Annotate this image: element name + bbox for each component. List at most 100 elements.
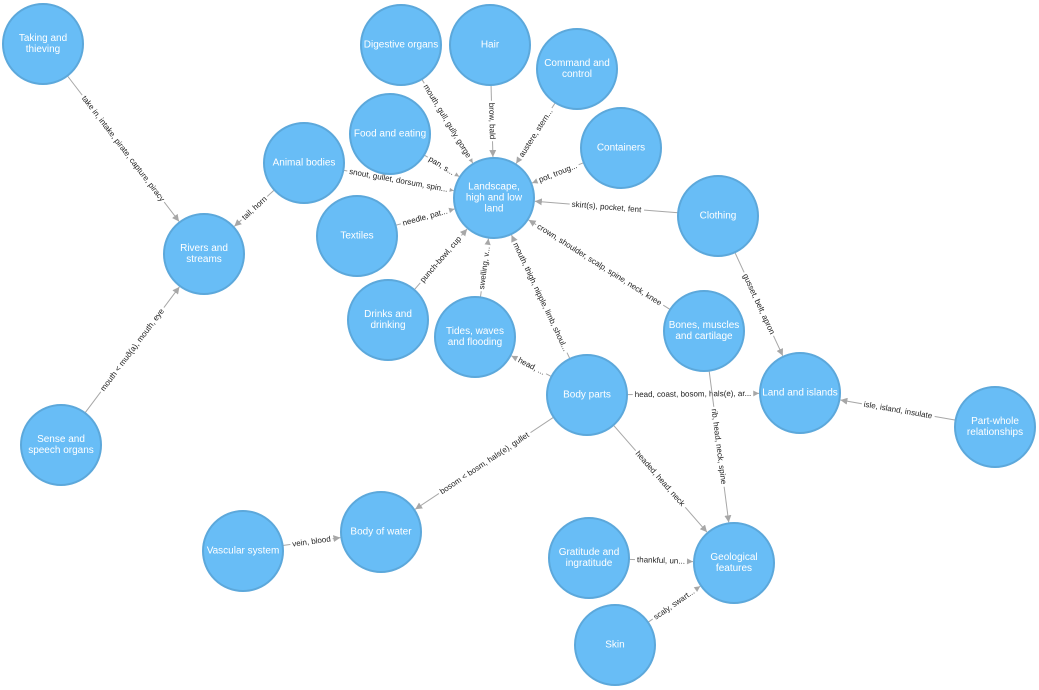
edge-label-background [476,244,493,292]
edge-part-land[interactable]: isle, island, insulate [840,397,956,421]
edge-label: needle, pat... [402,207,449,228]
node-circle[interactable] [574,604,656,686]
node-circle[interactable] [360,4,442,86]
edge-body-land[interactable]: head, coast, bosom, hals(e), ar... [626,388,760,400]
edge-label: mouth, gull, gully, gorge [421,83,473,160]
edge-command-landscape[interactable]: austere, stern... [515,102,556,164]
edge-label: thankful, un... [637,555,685,566]
edge-label-background [510,239,572,355]
edge-label: head, ... [517,356,547,377]
node-circle[interactable] [202,510,284,592]
node-circle[interactable] [449,4,531,86]
node-circle[interactable] [316,195,398,277]
edge-label: swelling, v... [477,246,492,290]
node-digestive-organs[interactable]: Digestive organs [360,4,442,86]
node-land-and-islands[interactable]: Land and islands [759,352,841,434]
node-circle[interactable] [693,522,775,604]
node-circle[interactable] [349,93,431,175]
edge-label: head, coast, bosom, hals(e), ar... [635,389,752,399]
edge-clothing-landscape[interactable]: skirt(s), pocket, fent [534,198,679,215]
edge-food-landscape[interactable]: pan, s... [423,153,460,179]
edge-bones-landscape[interactable]: crown, shoulder, scalp, spine, neck, kne… [528,219,671,311]
node-body-of-water[interactable]: Body of water [340,491,422,573]
edge-label-background [289,534,334,549]
edge-label: brow, bald [487,103,497,140]
node-vascular-system[interactable]: Vascular system [202,510,284,592]
node-hair[interactable]: Hair [449,4,531,86]
node-circle[interactable] [453,157,535,239]
edge-label-background [632,447,689,511]
node-circle[interactable] [536,28,618,110]
node-circle[interactable] [20,404,102,486]
node-circle[interactable] [759,352,841,434]
node-circle[interactable] [677,175,759,257]
edge-animal-rivers[interactable]: tail, horn [233,189,275,227]
edge-label-background [420,80,475,162]
node-skin[interactable]: Skin [574,604,656,686]
edge-label-background [634,555,688,566]
edge-textiles-landscape[interactable]: needle, pat... [395,206,455,229]
edge-taking-rivers[interactable]: take in, intake, pirate, capture, piracy [66,75,180,222]
edge-label-background [861,399,936,421]
node-textiles[interactable]: Textiles [316,195,398,277]
edge-body-geological[interactable]: headed, head, neck [612,424,708,533]
node-circle[interactable] [548,517,630,599]
edge-label-background [416,232,465,286]
node-circle[interactable] [954,386,1036,468]
edge-label: take in, intake, pirate, capture, piracy [80,94,167,203]
node-circle[interactable] [340,491,422,573]
edge-label-background [346,166,451,195]
node-clothing[interactable]: Clothing [677,175,759,257]
edge-label-background [740,270,778,338]
node-animal-bodies[interactable]: Animal bodies [263,122,345,204]
node-circle[interactable] [434,296,516,378]
edge-label: pot, troug... [537,161,578,184]
edge-sense-rivers[interactable]: mouth < muð(a), mouth, eye [84,286,180,414]
edge-gratitude-geological[interactable]: thankful, un... [628,555,694,566]
edge-label: vein, blood [292,534,332,548]
node-circle[interactable] [347,279,429,361]
edge-label-background [569,199,645,215]
edge-label-background [486,100,498,142]
edge-skin-geological[interactable]: scaly, swart... [647,585,701,623]
node-body-parts[interactable]: Body parts [546,354,628,436]
node-food-and-eating[interactable]: Food and eating [349,93,431,175]
edge-tides-landscape[interactable]: swelling, v... [476,238,493,298]
node-circle[interactable] [2,3,84,85]
edge-hair-landscape[interactable]: brow, bald [486,84,498,158]
edge-body-tides[interactable]: head, ... [511,354,552,378]
edge-containers-landscape[interactable]: pot, troug... [531,160,584,186]
node-circle[interactable] [546,354,628,436]
edge-body-water[interactable]: bosom < bosm, hals(e), gullet [414,416,554,510]
edge-label-background [97,304,168,395]
node-circle[interactable] [663,290,745,372]
node-circle[interactable] [580,107,662,189]
node-circle[interactable] [163,213,245,295]
edge-label-background [514,354,549,378]
edge-label: mouth < muð(a), mouth, eye [98,306,166,392]
edge-label: scaly, swart... [652,587,697,622]
edge-label: rib, head, neck, spine [710,408,729,485]
edge-label: bosom < bosm, hals(e), gullet [438,430,531,496]
edge-label-background [533,220,666,309]
edge-body-landscape[interactable]: mouth, thigh, nipple, limb, shoul... [510,234,572,360]
edge-drinks-landscape[interactable]: punch-bowl, cup [413,228,468,291]
node-circle[interactable] [263,122,345,204]
edge-label: crown, shoulder, scalp, spine, neck, kne… [535,222,664,308]
edge-label: skirt(s), pocket, fent [571,200,642,215]
edge-vascular-water[interactable]: vein, blood [282,534,341,549]
edge-label-background [436,428,533,498]
node-containers[interactable]: Containers [580,107,662,189]
